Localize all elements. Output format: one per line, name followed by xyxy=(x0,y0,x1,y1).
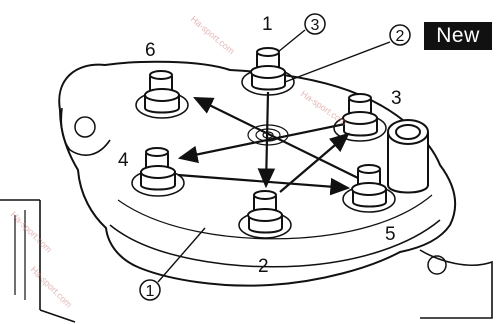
arrow-3-to-4 xyxy=(177,122,346,164)
bolts xyxy=(140,47,387,234)
leader-callout-1 xyxy=(157,227,206,283)
order-label-1: 1 xyxy=(262,14,273,35)
leader-callout-2 xyxy=(284,41,391,83)
order-label-6: 6 xyxy=(145,40,156,61)
svg-text:1: 1 xyxy=(146,283,155,300)
order-label-3: 3 xyxy=(391,88,402,109)
bolt-5 xyxy=(351,164,387,208)
bolt-2 xyxy=(247,190,283,234)
bolt-6 xyxy=(144,70,180,114)
watermark: Ha-sport.com xyxy=(29,264,74,309)
leader-lines xyxy=(157,29,391,283)
watermarks: Ha-sport.com Ha-sport.com Ha-sport.com H… xyxy=(9,14,349,310)
svg-text:3: 3 xyxy=(311,17,320,34)
order-label-4: 4 xyxy=(118,150,129,171)
callout-1: 1 xyxy=(139,279,161,301)
svg-text:2: 2 xyxy=(396,28,405,45)
callout-2: 2 xyxy=(389,24,411,46)
leader-callout-3 xyxy=(277,29,306,53)
boss-cylinder xyxy=(387,119,429,194)
arrow-2-to-3 xyxy=(279,132,350,193)
bolt-3 xyxy=(342,93,378,137)
sequence-arrows xyxy=(177,91,359,196)
order-label-2: 2 xyxy=(258,256,269,277)
watermark: Ha-sport.com xyxy=(299,88,349,127)
order-labels: 1 2 3 4 5 6 xyxy=(118,14,402,277)
new-badge: New xyxy=(424,22,492,50)
bolt-4 xyxy=(140,147,176,191)
bolt-1 xyxy=(250,47,286,91)
watermark: Ha-sport.com xyxy=(189,14,237,56)
arrow-5-to-6 xyxy=(193,97,359,179)
callout-3: 3 xyxy=(304,13,326,35)
order-label-5: 5 xyxy=(385,224,396,245)
arrow-4-to-5 xyxy=(177,173,351,196)
engine-body xyxy=(0,60,493,323)
